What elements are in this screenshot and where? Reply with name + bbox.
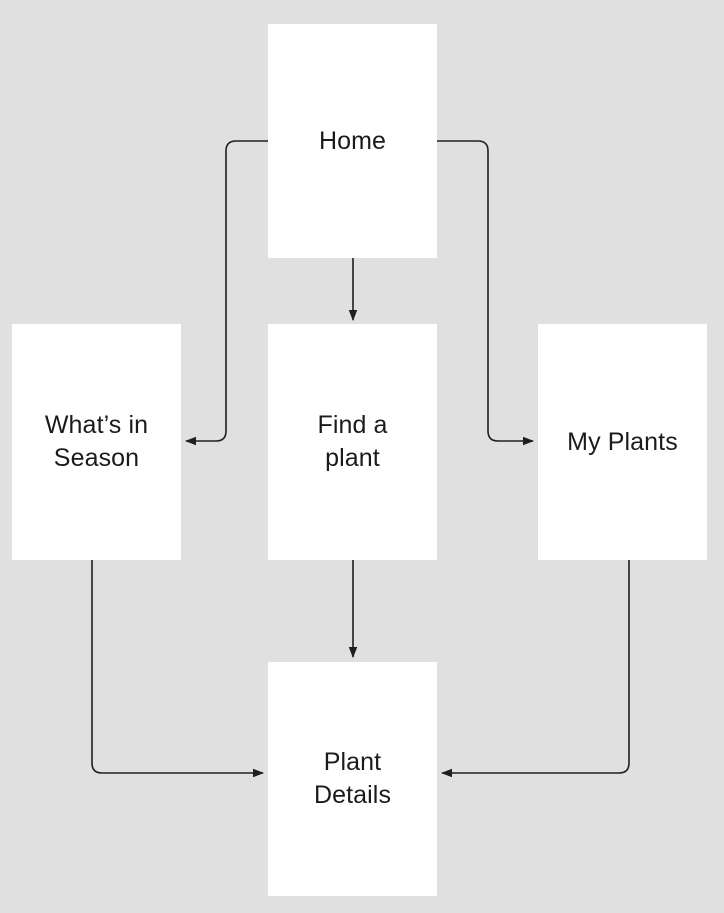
- node-home[interactable]: Home: [268, 24, 437, 258]
- node-plant-details[interactable]: Plant Details: [268, 662, 437, 896]
- node-find-a-plant[interactable]: Find a plant: [268, 324, 437, 560]
- node-my-plants-label: My Plants: [567, 427, 678, 456]
- node-whats-in-season-label: What’s in Season: [44, 411, 149, 472]
- node-my-plants[interactable]: My Plants: [538, 324, 707, 560]
- node-whats-in-season[interactable]: What’s in Season: [12, 324, 181, 560]
- edge-home-to-whats-in-season: [184, 140, 268, 446]
- node-plant-details-label: Plant Details: [313, 748, 392, 809]
- edge-whats-in-season-to-plant-details: [91, 560, 265, 778]
- edge-home-to-my-plants: [437, 140, 535, 446]
- edge-my-plants-to-plant-details: [440, 560, 630, 778]
- node-find-a-plant-label: Find a plant: [317, 411, 388, 472]
- node-home-label: Home: [318, 126, 387, 155]
